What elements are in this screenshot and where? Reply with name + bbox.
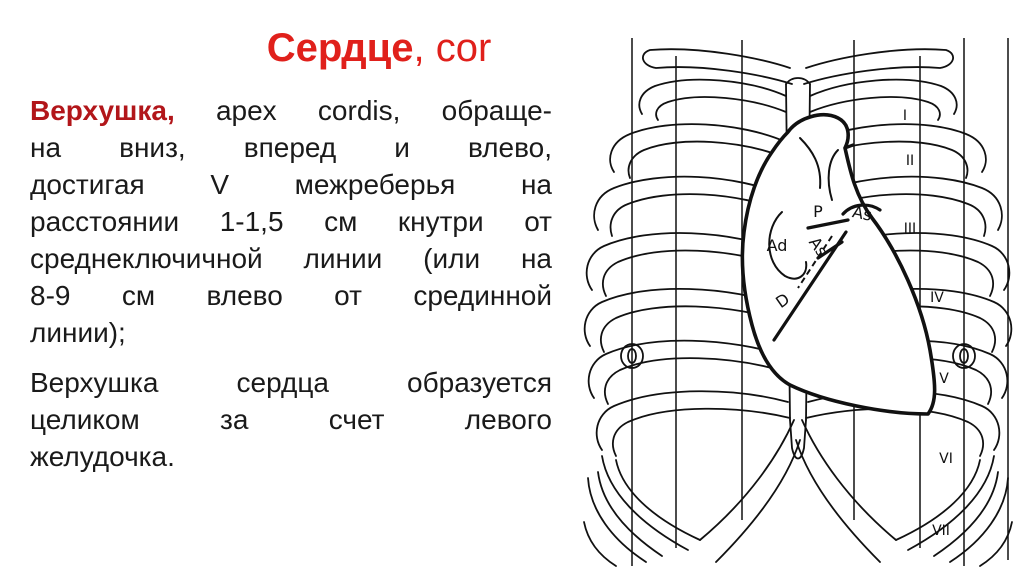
atrioventricular-line [772, 230, 848, 342]
text-line: целиком за счет левого [30, 404, 552, 435]
left-atrium-projection [841, 203, 882, 216]
rib-left-7 [595, 390, 791, 457]
pulmonary-valve-projection [806, 218, 850, 230]
xiphoid-process [789, 419, 807, 460]
slide-title: Сердце, cor [258, 25, 500, 71]
rib-number: IV [930, 290, 944, 306]
text-line: желудочка. [30, 441, 175, 472]
lead-term: Верхушка, [30, 95, 175, 126]
title-bold-word: Сердце [266, 26, 414, 70]
right-atrium-contour [768, 211, 808, 280]
rib-cage-left [583, 48, 801, 567]
rib-left-9 [587, 471, 663, 563]
costal-margin-left [699, 419, 801, 563]
rib-number: III [904, 221, 916, 237]
nipple-right-center [959, 348, 969, 364]
rib-right-8 [895, 455, 995, 551]
rib-left-5 [583, 287, 787, 353]
aorta-contour [799, 137, 822, 189]
rib-left-3 [593, 175, 787, 237]
rib-number: I [903, 108, 907, 124]
rib-number: VII [932, 523, 950, 539]
clavicle-left [642, 48, 793, 85]
text-line: расстоянии 1-1,5 см кнутри от [30, 206, 552, 237]
rib-left-1 [638, 78, 787, 121]
text-line-content: apex cordis, обраще- [215, 95, 552, 126]
rib-right-1 [809, 78, 958, 121]
paragraph-apex-position: Верхушка, apex cordis, обраще- на вниз, … [30, 92, 552, 351]
nipple-left-center [627, 348, 637, 364]
rib-right-10 [979, 521, 1013, 567]
title-latin-term: , cor [413, 26, 492, 70]
pulmonary-trunk-contour [827, 149, 839, 201]
label-p: P [813, 202, 823, 221]
rib-number: V [939, 371, 949, 387]
rib-left-10 [583, 521, 617, 567]
heart [740, 113, 937, 416]
costal-margin-right [795, 419, 897, 563]
text-line: линии); [30, 317, 126, 348]
text-line: Верхушка, apex cordis, обраще- [30, 92, 552, 129]
rib-number-labels: I II III IV V VI VII [903, 108, 953, 539]
thorax-heart-projection-drawing: P As Ad As D I II III IV V VI VII [583, 38, 1013, 567]
rib-left-6 [587, 339, 787, 405]
jugular-notch [785, 77, 811, 85]
text-line: среднеключичной линии (или на [30, 243, 552, 274]
clavicle-right [803, 48, 954, 85]
text-line: на вниз, вперед и влево, [30, 132, 552, 163]
pulmonary-trunk-edge [843, 143, 855, 150]
label-as-upper: As [851, 202, 874, 225]
paragraph-apex-formation: Верхушка сердца образуется целиком за сч… [30, 364, 552, 475]
nipple-left-outline [620, 343, 644, 369]
vertical-reference-lines [631, 38, 1009, 566]
rib-number: VI [939, 451, 953, 467]
dashed-projection-line [797, 235, 833, 289]
nipple-right-outline [952, 343, 976, 369]
label-ad: Ad [767, 236, 788, 255]
text-line: Верхушка сердца образуется [30, 367, 552, 398]
rib-left-2 [609, 123, 787, 179]
text-line: достигая V межреберья на [30, 169, 552, 200]
rib-left-8 [601, 455, 701, 551]
rib-number: II [906, 153, 914, 169]
rib-right-9 [933, 471, 1009, 563]
text-line: 8-9 см влево от срединной [30, 280, 552, 311]
